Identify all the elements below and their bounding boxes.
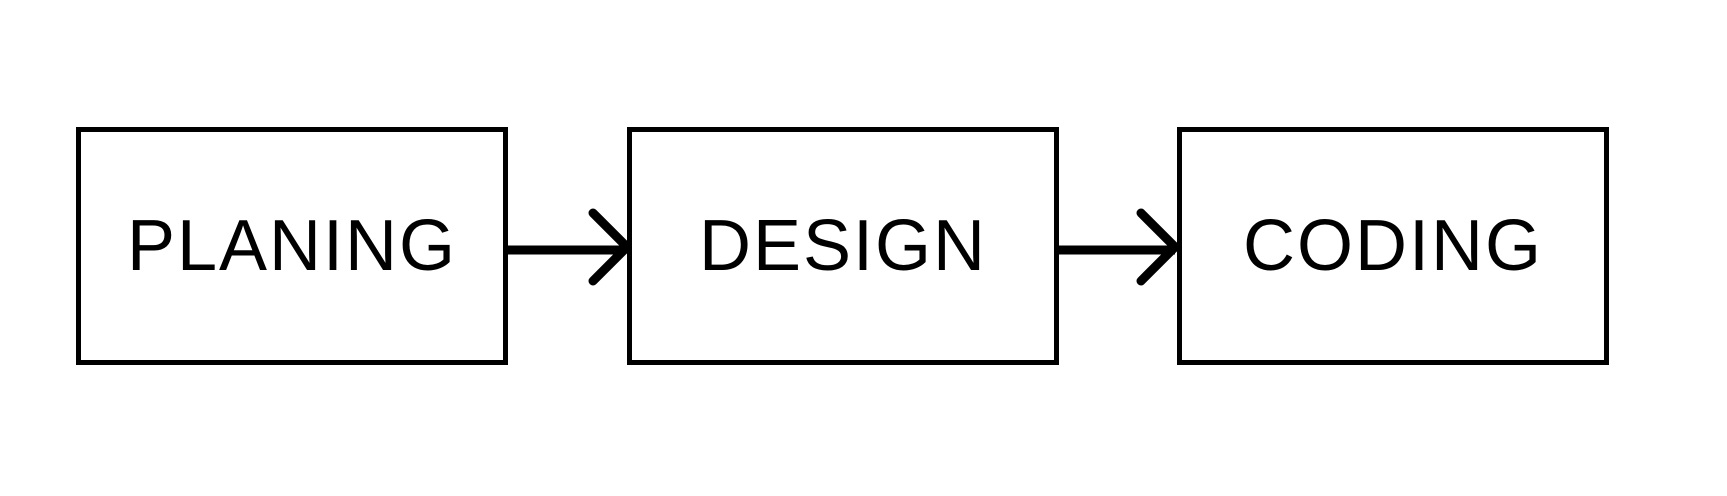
node-coding: CODING <box>1177 127 1609 365</box>
arrowhead-icon <box>1136 208 1182 286</box>
arrow-planing-to-design <box>508 208 634 286</box>
node-label-planing: PLANING <box>126 206 458 286</box>
node-planing: PLANING <box>76 127 508 365</box>
node-design: DESIGN <box>627 127 1059 365</box>
arrow-design-to-coding <box>1059 208 1182 286</box>
node-label-design: DESIGN <box>698 206 988 286</box>
node-label-coding: CODING <box>1243 206 1543 286</box>
